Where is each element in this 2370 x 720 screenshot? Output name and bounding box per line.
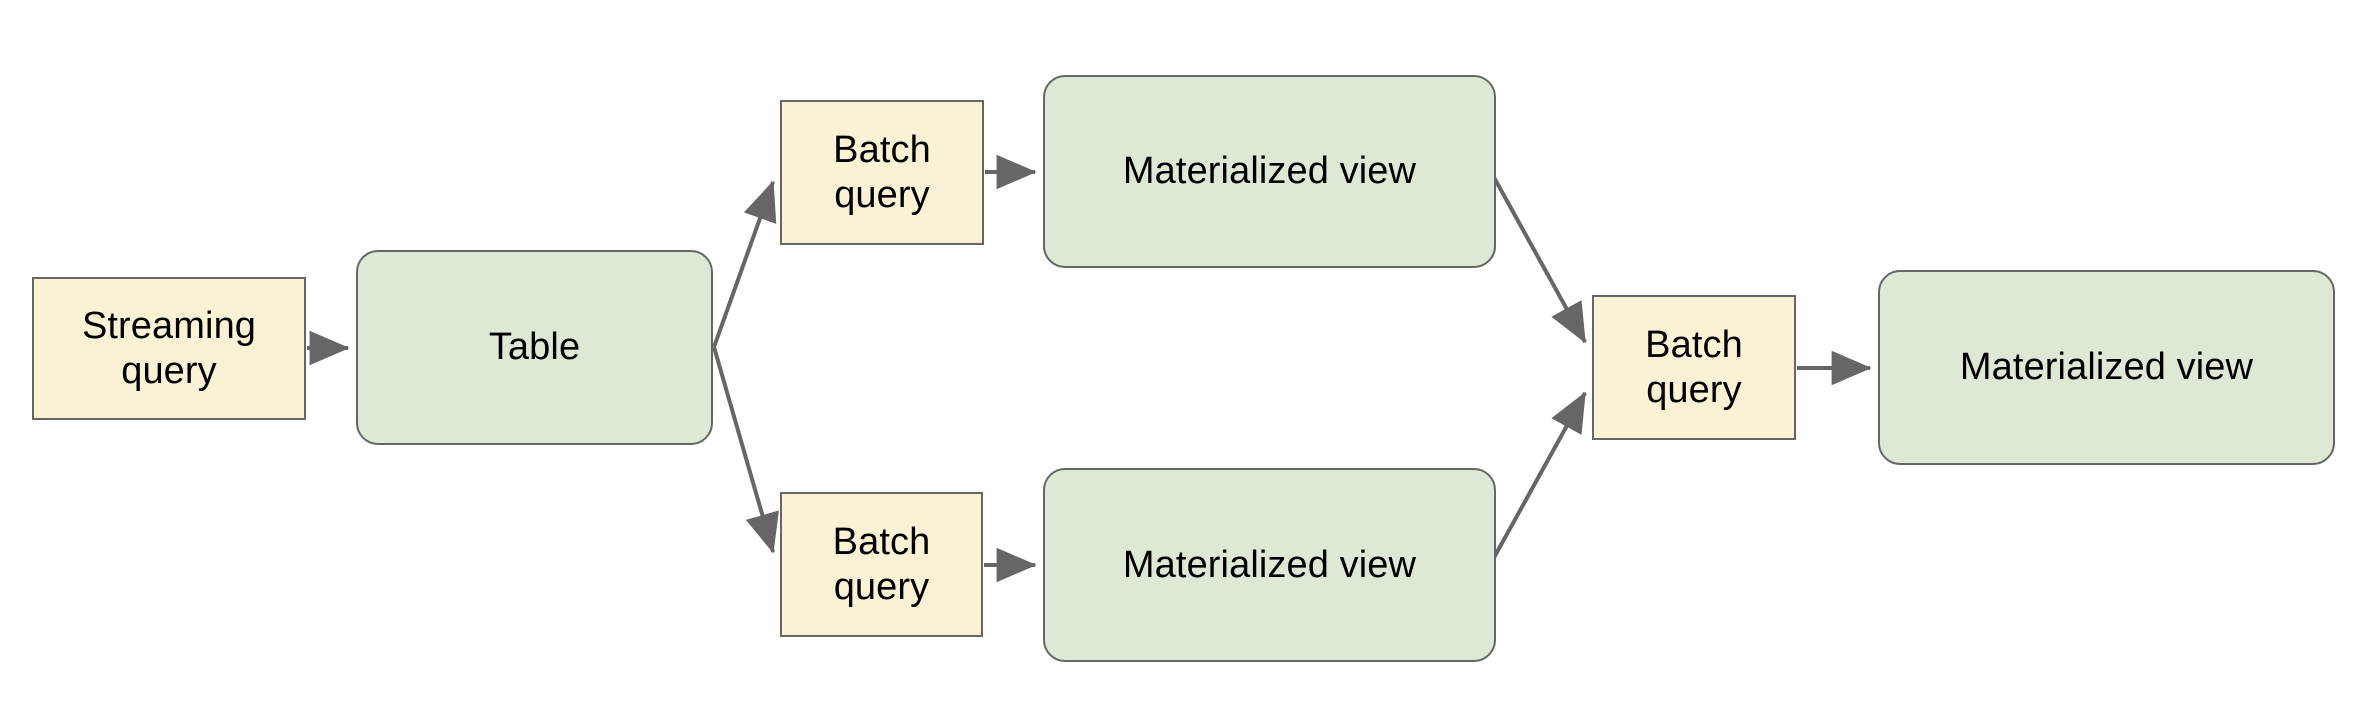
node-label-batch-query-right: Batch query [1645, 323, 1743, 411]
edge-materialized-view-bottom-to-batch-query-right [1489, 391, 1587, 564]
node-label-batch-query-bottom: Batch query [832, 520, 931, 608]
node-label-materialized-view-bottom: Materialized view [1122, 543, 1417, 586]
node-label-batch-query-top: Batch query [833, 128, 931, 216]
node-materialized-view-bottom[interactable]: Materialized view [1043, 468, 1496, 662]
node-streaming-query[interactable]: Streaming query [32, 277, 306, 420]
edge-table-to-batch-query-top [712, 180, 777, 348]
edge-materialized-view-top-to-batch-query-right [1489, 171, 1587, 344]
node-label-materialized-view-top: Materialized view [1122, 150, 1417, 193]
node-materialized-view-right[interactable]: Materialized view [1878, 270, 2335, 465]
node-label-streaming-query: Streaming query [81, 304, 257, 392]
node-batch-query-bottom[interactable]: Batch query [780, 492, 983, 637]
node-batch-query-right[interactable]: Batch query [1592, 295, 1796, 440]
node-label-table: Table [488, 326, 581, 369]
node-label-materialized-view-right: Materialized view [1959, 346, 2254, 389]
edge-table-to-batch-query-bottom [712, 346, 779, 554]
node-batch-query-top[interactable]: Batch query [780, 100, 984, 245]
node-materialized-view-top[interactable]: Materialized view [1043, 75, 1496, 268]
node-table[interactable]: Table [356, 250, 713, 445]
